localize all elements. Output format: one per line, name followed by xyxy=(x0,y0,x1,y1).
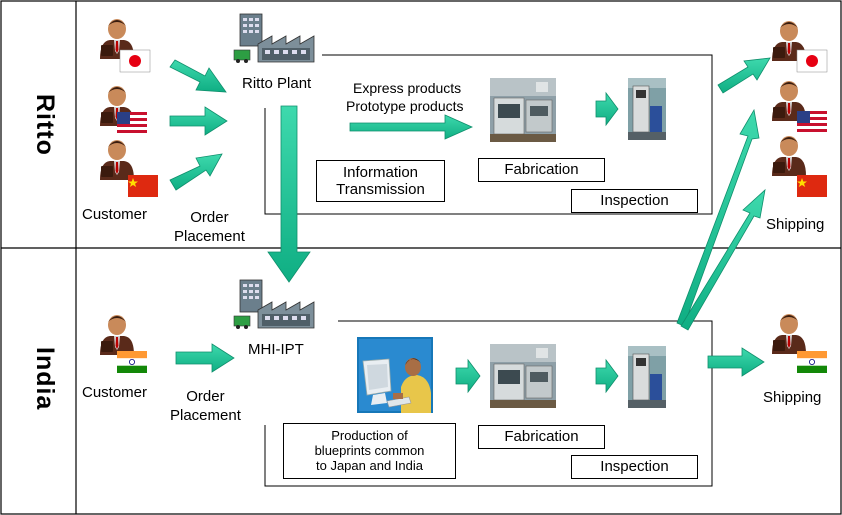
arrow-usa-to-plant xyxy=(169,106,228,136)
india-factory-icon xyxy=(233,279,315,330)
india-shipping-person xyxy=(772,314,806,354)
arrow-india-customer-to-plant xyxy=(175,343,235,373)
india-inspection-box: Inspection xyxy=(571,455,698,479)
india-inspection-machine-photo xyxy=(627,345,667,409)
blueprint-production-box: Production of blueprints common to Japan… xyxy=(283,423,456,479)
row-label-ritto: Ritto xyxy=(31,94,59,156)
arrow-india-to-shipping-china xyxy=(680,188,766,331)
arrow-blueprint-to-fabrication xyxy=(455,358,481,394)
japan-flag-shipping xyxy=(796,49,828,73)
ritto-inspection-box: Inspection xyxy=(571,189,698,213)
ritto-shipping-label: Shipping xyxy=(766,216,825,233)
arrow-ritto-to-india xyxy=(267,105,311,283)
india-fabrication-box: Fabrication xyxy=(478,425,605,449)
information-transmission-box: Information Transmission xyxy=(316,160,445,202)
india-plant-label: MHI-IPT xyxy=(248,341,304,358)
ritto-inspection-machine-photo xyxy=(627,77,667,141)
arrow-japan-to-plant xyxy=(169,59,227,93)
india-flag xyxy=(116,350,148,374)
ritto-factory-icon xyxy=(233,13,315,64)
india-flag-shipping xyxy=(796,350,828,374)
express-products-label: Express products xyxy=(353,80,462,96)
prototype-products-label: Prototype products xyxy=(346,98,464,114)
ritto-process-frame xyxy=(264,54,713,215)
arrow-fabrication-to-inspection xyxy=(595,91,619,127)
india-shipping-label: Shipping xyxy=(763,389,822,406)
china-flag xyxy=(128,175,158,197)
india-order-placement-label: Order Placement xyxy=(170,388,241,424)
arrow-china-to-plant xyxy=(169,153,223,191)
row-label-india: India xyxy=(31,347,59,411)
arrow-india-inspection-to-shipping xyxy=(707,347,765,377)
arrow-inspection-to-shipping-japan xyxy=(717,57,771,94)
india-process-frame xyxy=(264,320,713,487)
india-customer-label: Customer xyxy=(82,384,148,401)
ritto-fabrication-box: Fabrication xyxy=(478,158,605,182)
japan-flag xyxy=(119,49,151,73)
ritto-fabrication-machine-photo xyxy=(489,77,557,143)
arrow-plant-to-fabrication xyxy=(349,114,473,140)
arrow-india-to-shipping-usa xyxy=(676,108,760,327)
usa-flag-shipping xyxy=(797,111,827,133)
ritto-customer-china xyxy=(100,140,134,180)
usa-flag xyxy=(117,112,147,134)
ritto-order-placement-label: Order Placement xyxy=(174,209,245,245)
ritto-customer-label: Customer xyxy=(82,206,148,223)
ritto-plant-label: Ritto Plant xyxy=(242,75,312,92)
engineer-at-computer-icon xyxy=(356,336,434,414)
india-fabrication-machine-photo xyxy=(489,343,557,409)
ritto-shipping-china xyxy=(772,136,806,176)
india-customer xyxy=(100,315,134,355)
arrow-india-fabrication-to-inspection xyxy=(595,358,619,394)
china-flag-shipping xyxy=(797,175,827,197)
